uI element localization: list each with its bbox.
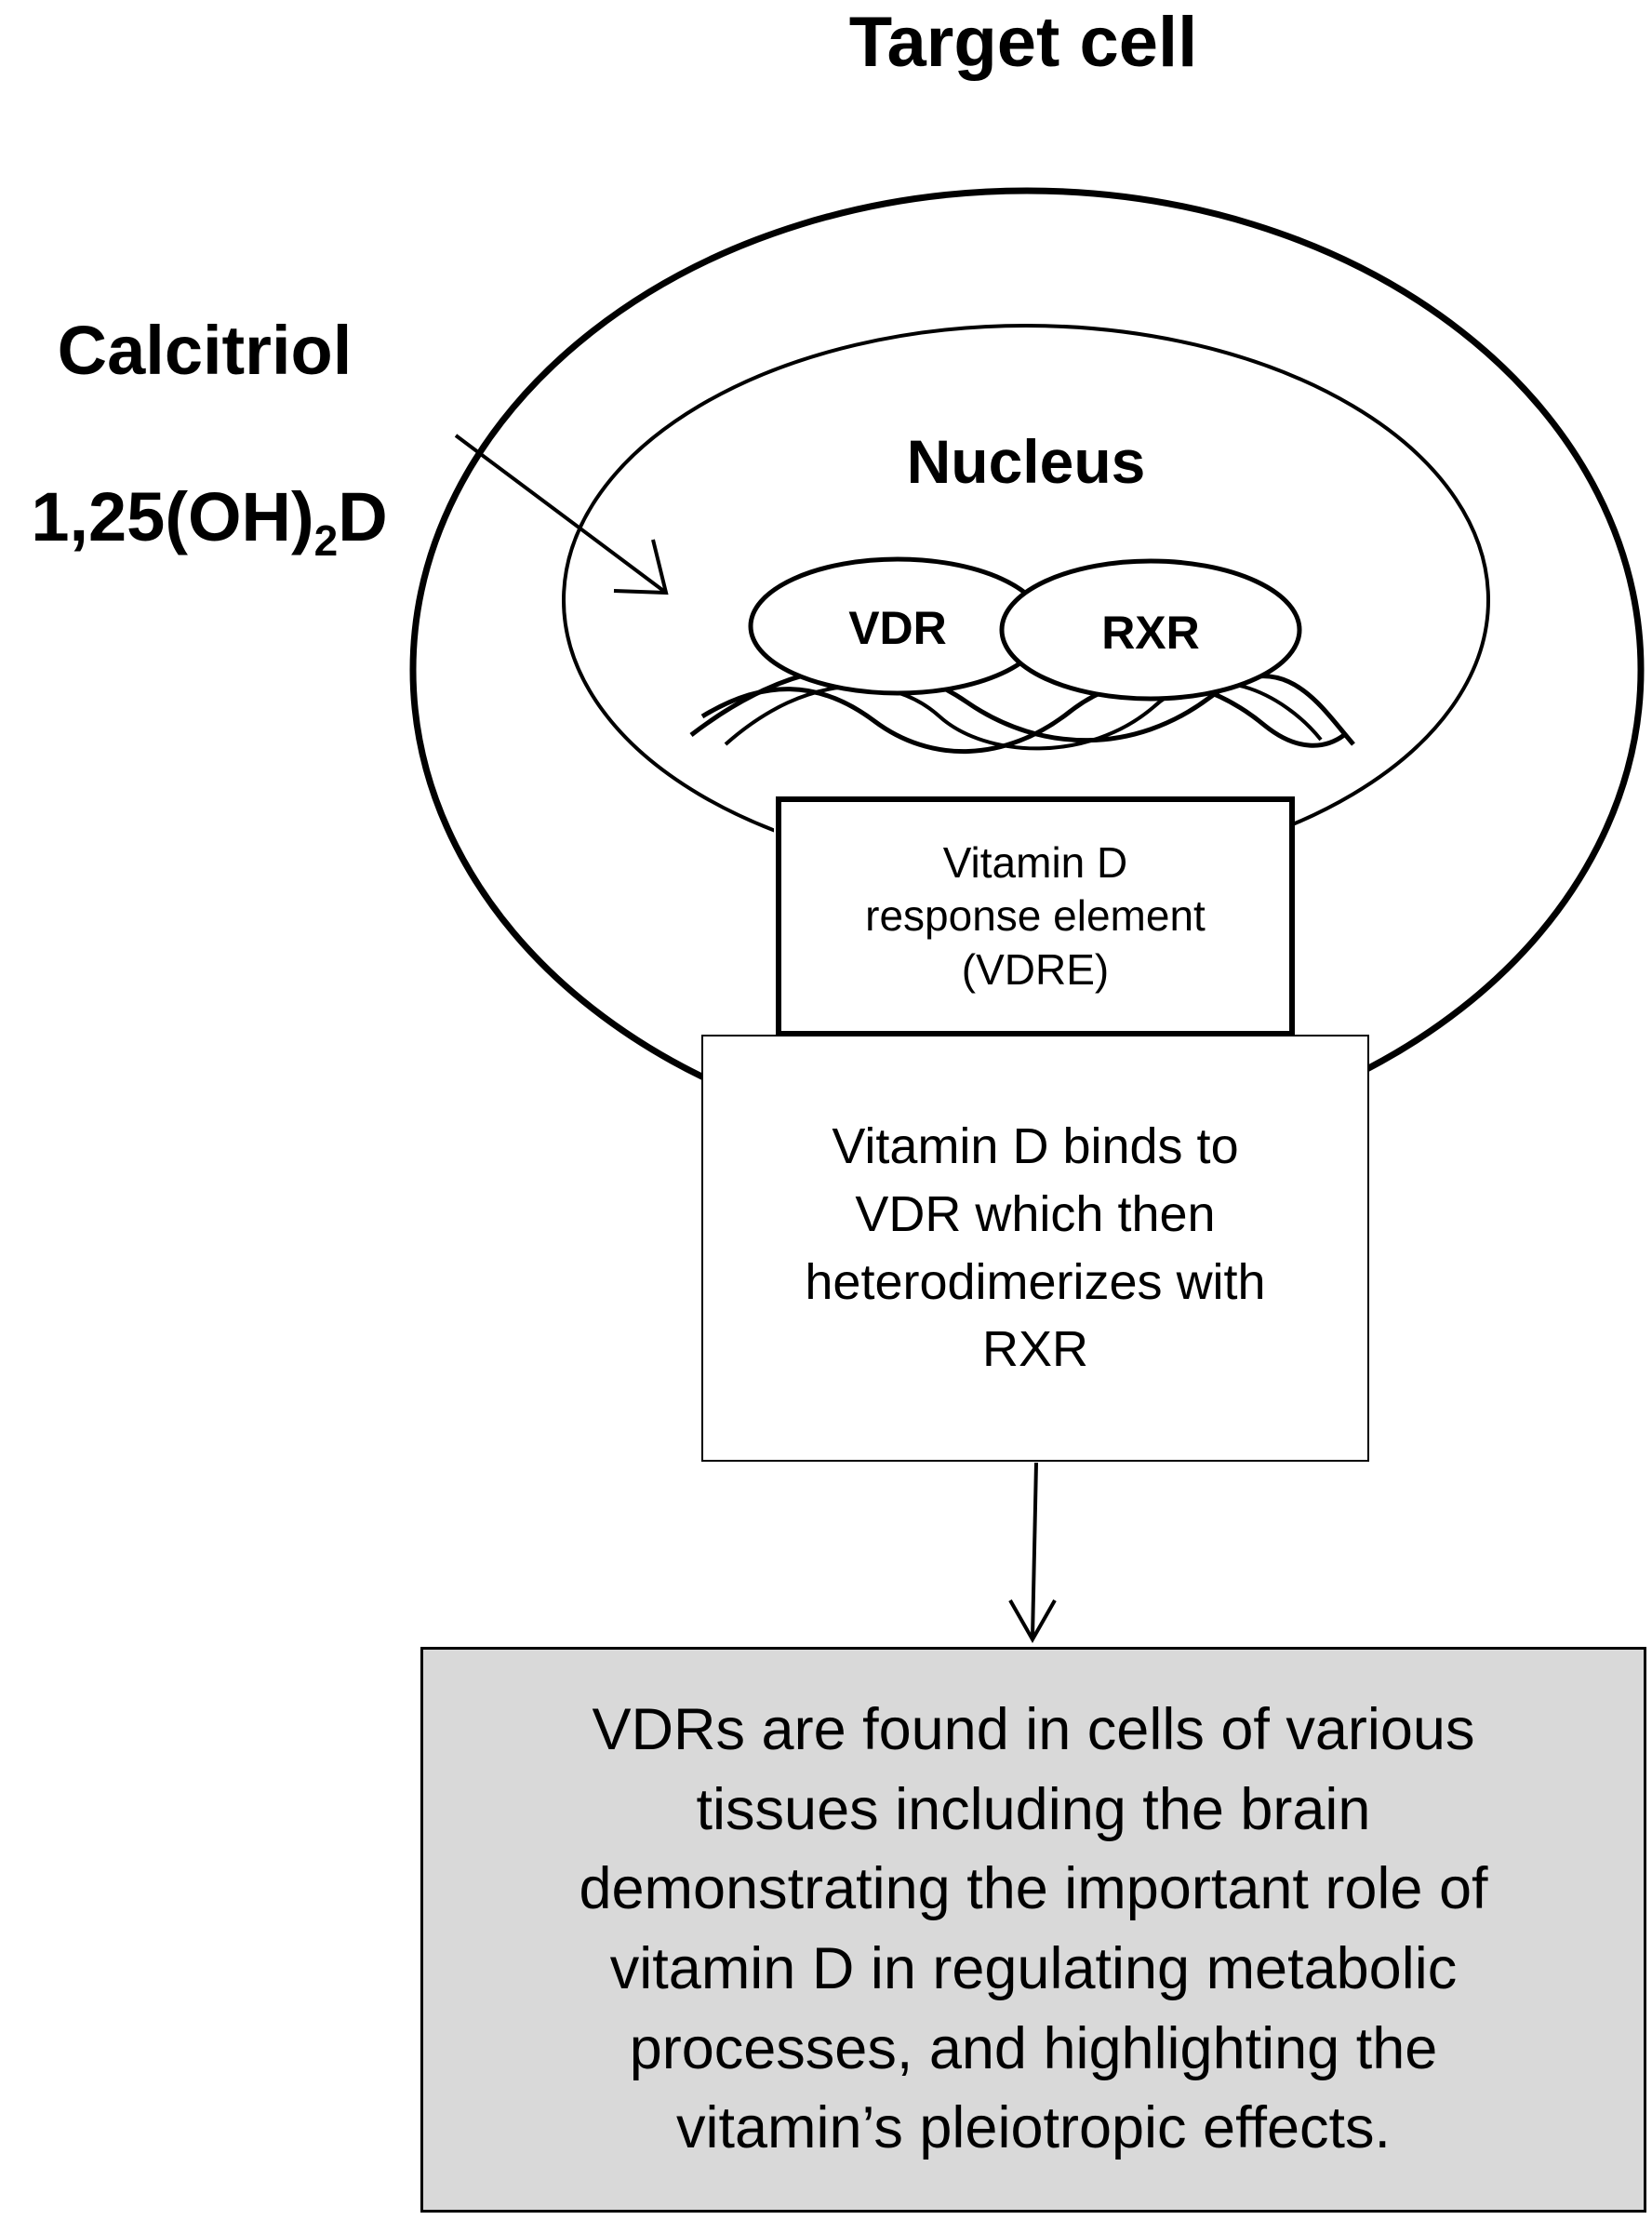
ligand-formula: 1,25(OH)2D bbox=[0, 414, 419, 562]
nucleus-label: Nucleus bbox=[906, 427, 1146, 496]
dna-strand-2 bbox=[700, 678, 1346, 754]
calcitriol-entry-arrow bbox=[454, 434, 668, 595]
ligand-formula-suffix: D bbox=[338, 478, 388, 555]
vdr-label: VDR bbox=[848, 602, 947, 654]
conclusion-text: VDRs are found in cells of various tissu… bbox=[579, 1696, 1488, 2161]
diagram-title: Target cell bbox=[848, 3, 1198, 82]
ligand-formula-prefix: 1,25(OH) bbox=[31, 478, 314, 555]
downstream-arrowhead bbox=[1008, 1599, 1057, 1644]
vdre-box: Vitamin D response element (VDRE) bbox=[776, 796, 1295, 1036]
vdre-text: Vitamin D response element (VDRE) bbox=[865, 838, 1206, 994]
rxr-receptor bbox=[999, 558, 1302, 702]
rxr-label: RXR bbox=[1101, 607, 1200, 659]
binding-box: Vitamin D binds to VDR which then hetero… bbox=[701, 1035, 1369, 1462]
downstream-arrow bbox=[1031, 1462, 1038, 1638]
ligand-name: Calcitriol bbox=[57, 312, 353, 389]
conclusion-box: VDRs are found in cells of various tissu… bbox=[420, 1647, 1646, 2213]
ligand-formula-subscript: 2 bbox=[313, 515, 339, 565]
binding-text: Vitamin D binds to VDR which then hetero… bbox=[805, 1117, 1266, 1378]
calcitriol-arrowhead bbox=[613, 539, 669, 595]
